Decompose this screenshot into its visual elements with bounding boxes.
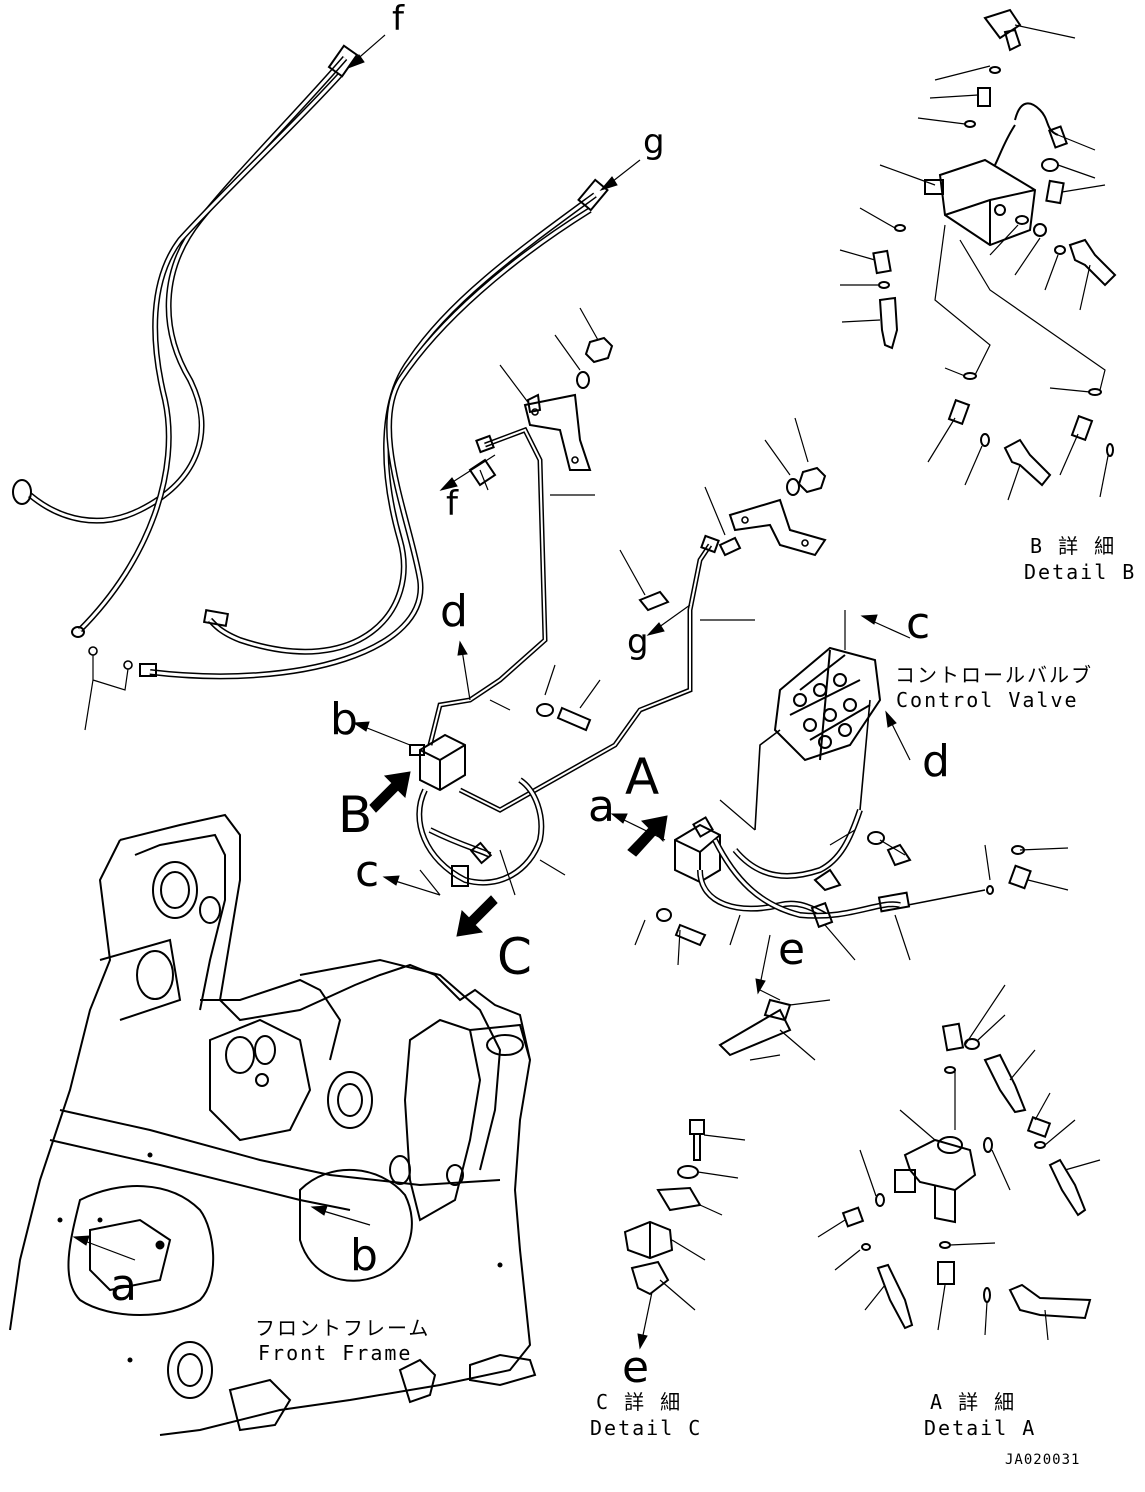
ref-label-f-pipe: f bbox=[446, 484, 458, 524]
diagram-code: JA020031 bbox=[1005, 1452, 1081, 1468]
hose-g-left bbox=[139, 178, 609, 680]
valve-b-assembly bbox=[409, 664, 601, 896]
clamp-brackets bbox=[468, 307, 827, 621]
caption-detail-b-jp: B 詳 細 bbox=[1030, 534, 1117, 558]
caption-detail-c-en: Detail C bbox=[590, 1416, 703, 1440]
ref-label-b-frame: b bbox=[350, 1230, 378, 1281]
ref-label-c-pipe: c bbox=[355, 846, 380, 897]
ref-label-g: g bbox=[643, 122, 665, 162]
front-frame bbox=[9, 813, 537, 1436]
caption-control-valve-jp: コントロールバルブ bbox=[895, 663, 1093, 687]
caption-detail-a-en: Detail A bbox=[924, 1416, 1037, 1440]
caption-detail-b-en: Detail B bbox=[1024, 560, 1137, 584]
caption-front-frame-en: Front Frame bbox=[258, 1341, 413, 1365]
valve-a-assembly bbox=[634, 699, 1069, 1061]
ref-label-c-valve: c bbox=[906, 598, 931, 649]
hose-f-left bbox=[12, 44, 359, 638]
detail-b bbox=[839, 8, 1117, 501]
ref-label-detail-c-marker: C bbox=[497, 928, 532, 986]
ref-label-e-bracket: e bbox=[778, 924, 806, 975]
ref-label-d-pipe: d bbox=[440, 586, 468, 637]
ref-label-e-detail: e bbox=[622, 1342, 650, 1393]
ref-label-b-pipe: b bbox=[330, 694, 358, 745]
hose-leaders bbox=[84, 646, 133, 731]
ref-label-g-pipe: g bbox=[627, 622, 649, 662]
caption-detail-c-jp: C 詳 細 bbox=[596, 1390, 683, 1414]
ref-label-f: f bbox=[392, 0, 404, 39]
detail-a bbox=[817, 984, 1101, 1341]
pipe-f bbox=[427, 426, 548, 746]
ref-label-d-valve: d bbox=[922, 736, 950, 787]
ref-label-a-valve: a bbox=[588, 781, 615, 832]
pipe-g bbox=[458, 534, 720, 813]
ref-label-detail-b-marker: B bbox=[338, 786, 373, 844]
caption-control-valve-en: Control Valve bbox=[896, 688, 1079, 712]
control-valve bbox=[773, 610, 882, 762]
arrows bbox=[72, 34, 911, 1350]
ref-label-a-frame: a bbox=[110, 1260, 137, 1311]
caption-detail-a-jp: A 詳 細 bbox=[930, 1390, 1017, 1414]
caption-front-frame-jp: フロントフレーム bbox=[255, 1316, 431, 1340]
ref-label-detail-a-marker: A bbox=[625, 748, 660, 806]
detail-c bbox=[623, 1119, 746, 1311]
